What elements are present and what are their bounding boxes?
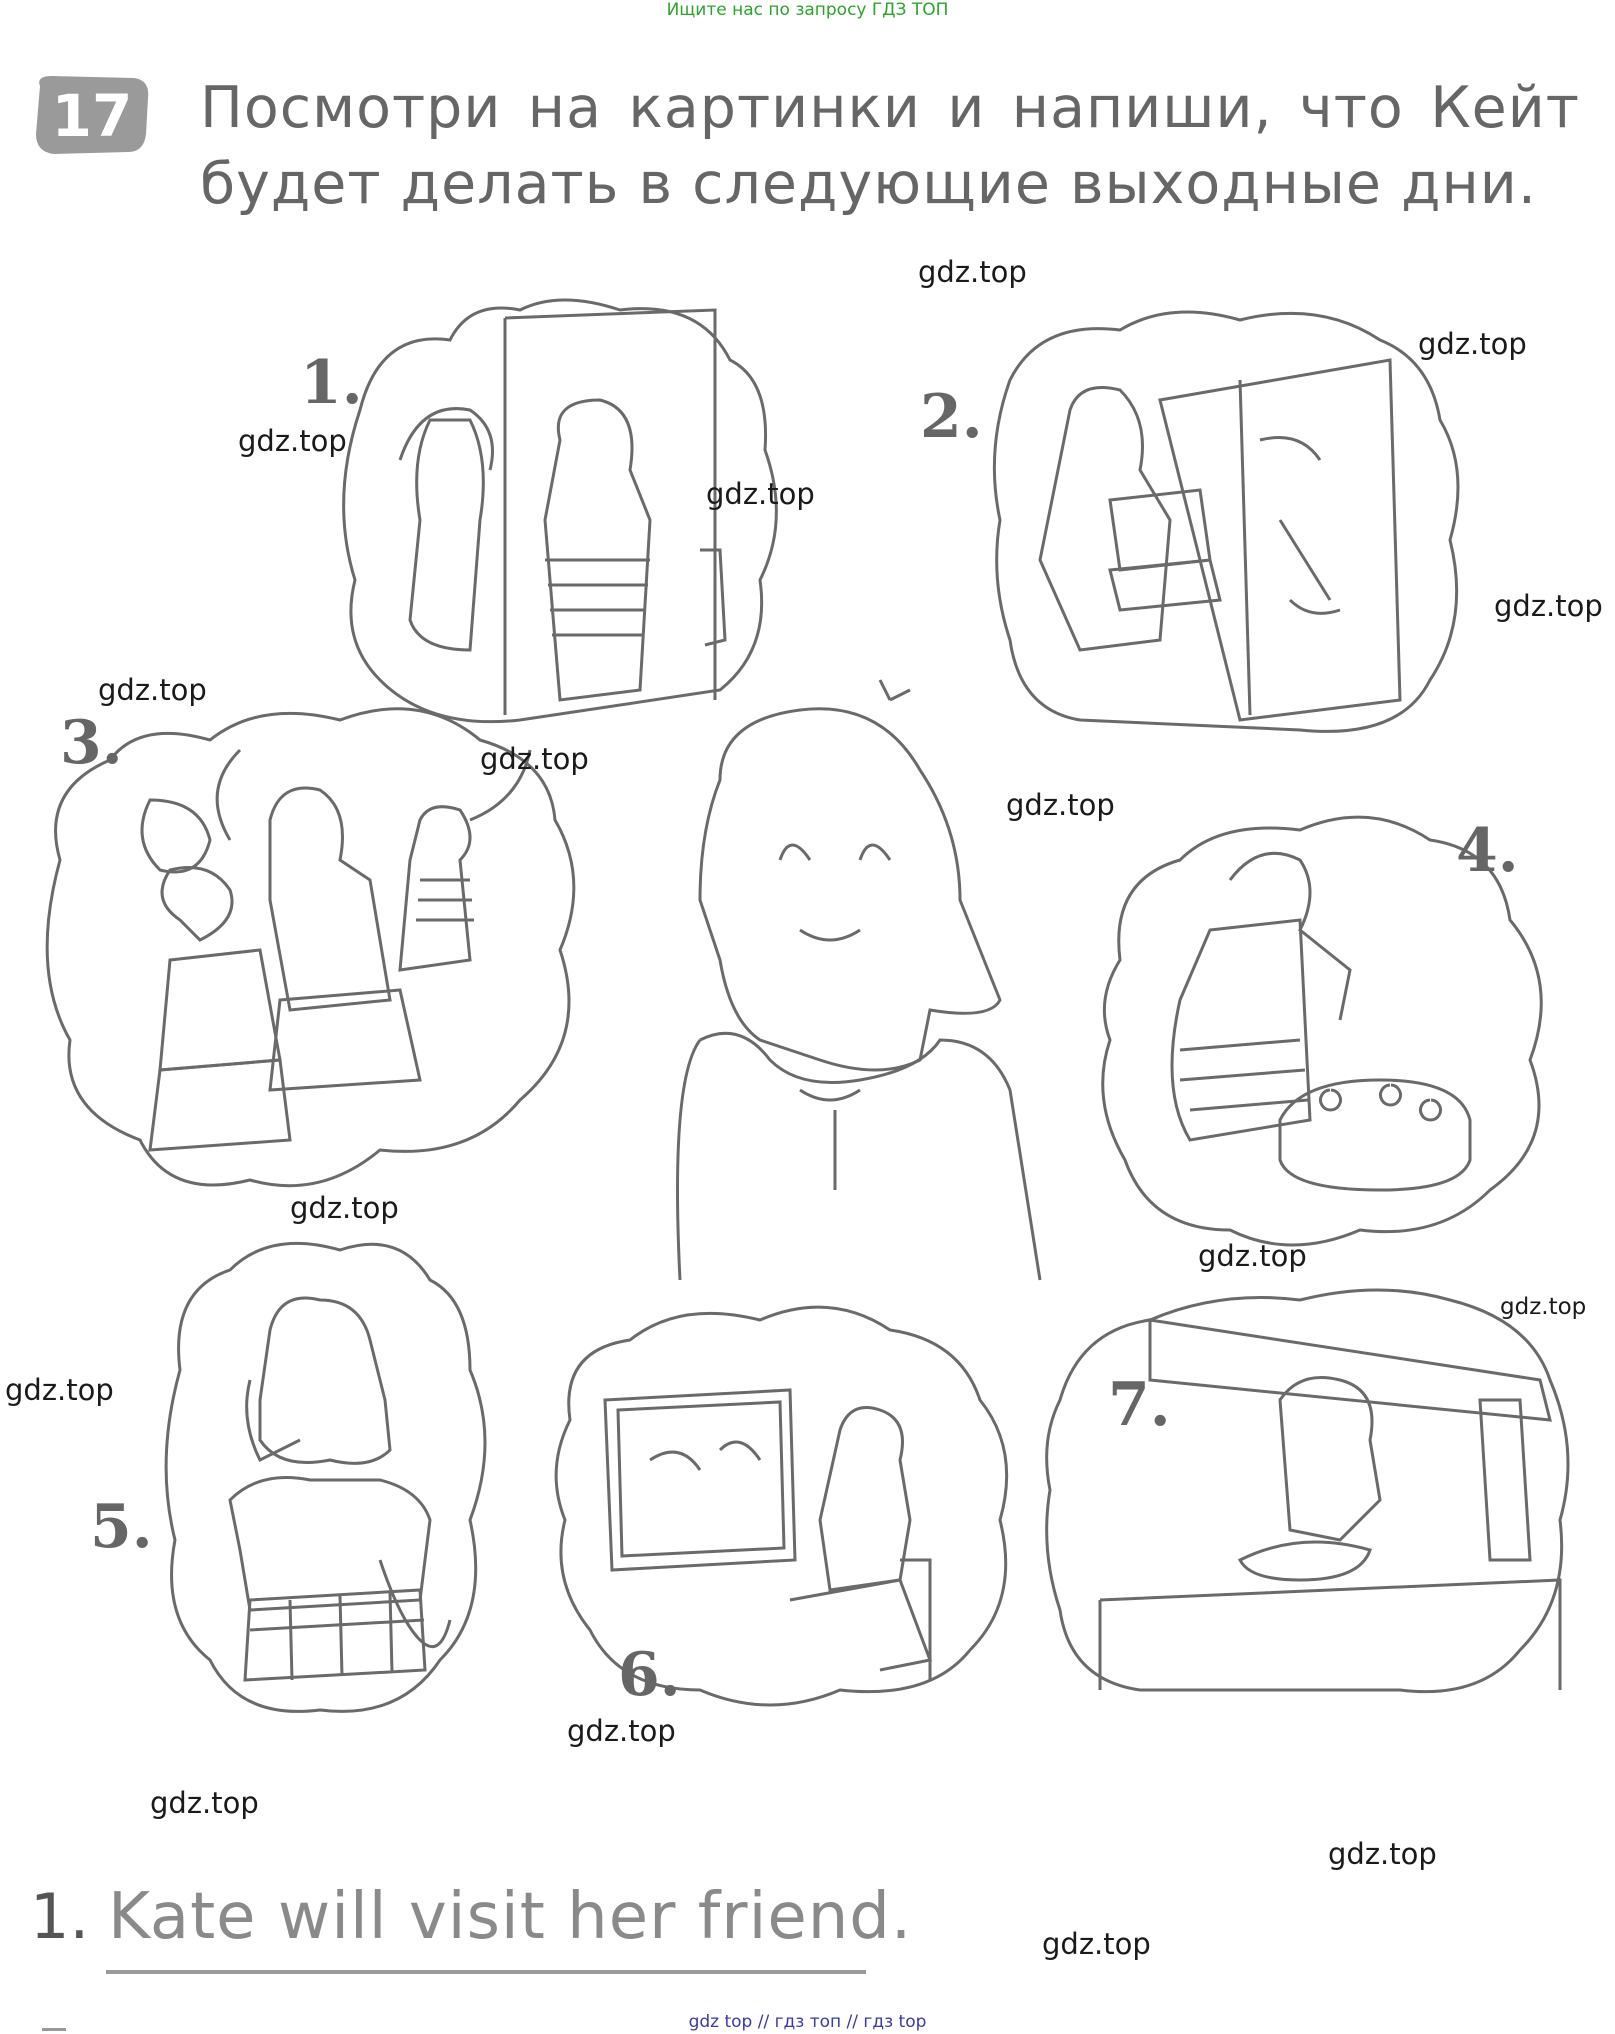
picture-6-tv	[554, 1305, 1009, 1707]
badge-shape: 17	[36, 76, 149, 154]
watermark: gdz.top	[1198, 1239, 1307, 1273]
watermark: gdz.top	[5, 1373, 114, 1407]
watermark: gdz.top	[1006, 788, 1115, 822]
watermark: gdz.top	[1494, 589, 1603, 623]
instruction-word: что	[1299, 75, 1404, 141]
picture-7-driving	[1045, 1288, 1570, 1694]
instruction-word: на	[527, 75, 602, 141]
exercise-number: 17	[52, 82, 133, 150]
watermark: gdz.top	[98, 673, 207, 707]
exercise-number-badge: 17	[30, 72, 154, 156]
picture-number-1: 1.	[300, 348, 363, 418]
watermark: gdz.top	[290, 1191, 399, 1225]
watermark: gdz.top	[1042, 1927, 1151, 1961]
picture-3-party	[45, 707, 576, 1188]
answer-text: Kate will visit her friend.	[108, 1880, 913, 1954]
watermark: gdz.top	[150, 1786, 259, 1820]
picture-1-visit-friend	[342, 298, 778, 724]
answer-number: 1.	[30, 1880, 90, 1953]
instruction-line-2: будет делать в следующие выходные дни.	[200, 151, 1537, 217]
central-portrait-kate	[676, 679, 1042, 1281]
watermark: gdz.top	[1328, 1837, 1437, 1871]
instruction-line-1: Посмотри на картинки и напиши, что Кейт	[200, 70, 1580, 146]
instruction-word: Посмотри	[200, 75, 502, 141]
picture-number-4: 4.	[1456, 816, 1519, 886]
instruction-word: картинки	[628, 75, 921, 141]
picture-2-shopping	[992, 310, 1460, 733]
footer-links[interactable]: gdz top // гдз топ // гдз top	[688, 2012, 927, 2032]
watermark: gdz.top	[1500, 1294, 1587, 1320]
watermark: gdz.top	[918, 255, 1027, 289]
picture-number-3: 3.	[60, 708, 123, 778]
watermark: gdz.top	[567, 1714, 676, 1748]
exercise-instruction: Посмотри на картинки и напиши, что Кейт …	[200, 70, 1580, 222]
top-banner[interactable]: Ищите нас по запросу ГДЗ ТОП	[666, 0, 949, 20]
watermark: gdz.top	[480, 742, 589, 776]
instruction-word: и	[947, 75, 986, 141]
picture-number-6: 6.	[618, 1640, 681, 1710]
answer-underline	[106, 1970, 866, 1974]
picture-number-5: 5.	[90, 1492, 153, 1562]
watermark: gdz.top	[706, 477, 815, 511]
instruction-word: Кейт	[1430, 75, 1580, 141]
watermark: gdz.top	[238, 424, 347, 458]
picture-4-baking	[1101, 815, 1543, 1247]
picture-number-7: 7.	[1108, 1370, 1171, 1440]
watermark: gdz.top	[1418, 327, 1527, 361]
picture-5-phone	[164, 1241, 487, 1713]
picture-number-2: 2.	[920, 382, 983, 452]
next-line-stub	[42, 2028, 66, 2031]
instruction-word: напиши,	[1011, 75, 1273, 141]
